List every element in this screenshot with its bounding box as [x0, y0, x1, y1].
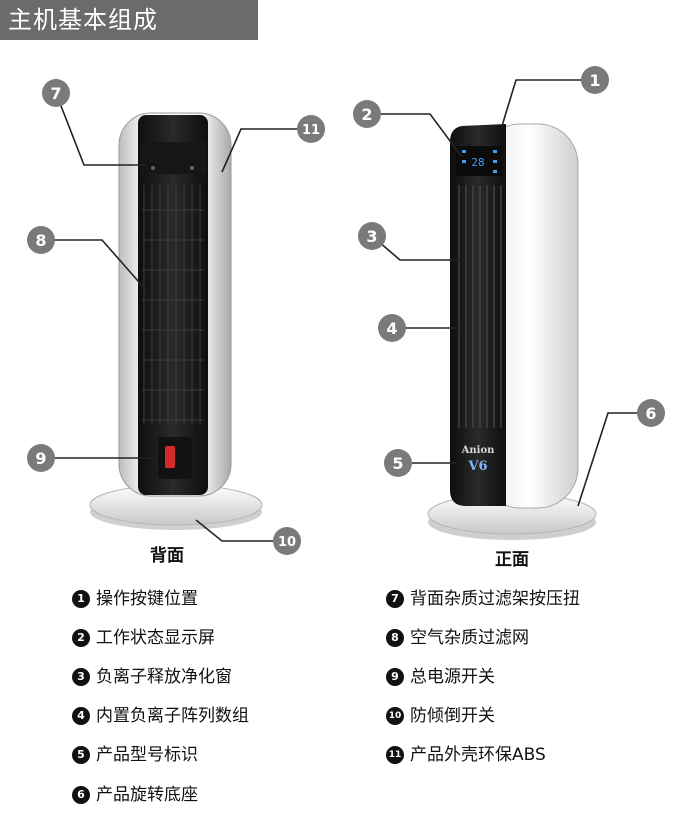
legend-item: 1 操作按键位置	[72, 588, 198, 610]
legend-number: 8	[386, 629, 404, 647]
leader-line-2	[367, 113, 463, 158]
legend-item: 8 空气杂质过滤网	[386, 627, 529, 649]
leader-line-6	[577, 412, 651, 507]
back-screw	[151, 166, 155, 170]
legend-number: 5	[72, 746, 90, 764]
display-dot	[493, 150, 497, 153]
callout-3: 3	[358, 222, 386, 250]
legend-text: 产品型号标识	[96, 745, 198, 765]
legend-text: 总电源开关	[410, 667, 495, 687]
legend-text: 空气杂质过滤网	[410, 628, 529, 648]
display-dot	[462, 160, 466, 163]
callout-6: 6	[637, 399, 665, 427]
legend-number: 1	[72, 590, 90, 608]
legend-text: 防倾倒开关	[410, 706, 495, 726]
legend-text: 内置负离子阵列数组	[96, 706, 249, 726]
svg-text:10: 10	[278, 535, 296, 550]
svg-text:9: 9	[35, 449, 46, 468]
leader-line-1	[501, 79, 595, 127]
legend-item: 10 防倾倒开关	[386, 705, 495, 727]
legend-number: 6	[72, 786, 90, 804]
display-dot	[493, 170, 497, 173]
legend-number: 10	[386, 707, 404, 725]
svg-text:7: 7	[50, 84, 61, 103]
back-view-heater	[89, 112, 263, 530]
legend-text: 工作状态显示屏	[96, 628, 215, 648]
svg-text:6: 6	[645, 404, 656, 423]
legend-item: 7 背面杂质过滤架按压扭	[386, 588, 580, 610]
svg-text:5: 5	[392, 454, 403, 473]
display-dot	[462, 150, 466, 153]
leader-lines	[41, 79, 651, 542]
legend-item: 4 内置负离子阵列数组	[72, 705, 249, 727]
legend-item: 3 负离子释放净化窗	[72, 666, 232, 688]
callout-4: 4	[378, 314, 406, 342]
leader-line-11	[221, 128, 311, 173]
svg-text:2: 2	[361, 105, 372, 124]
legend-number: 7	[386, 590, 404, 608]
display-dot	[493, 160, 497, 163]
legend-text: 负离子释放净化窗	[96, 667, 232, 687]
display-value: 28	[471, 156, 484, 169]
svg-text:11: 11	[302, 123, 320, 138]
legend-number: 2	[72, 629, 90, 647]
legend-item: 9 总电源开关	[386, 666, 495, 688]
front-view-heater: 28 Anion V6	[427, 123, 597, 540]
callout-11: 11	[297, 115, 325, 143]
legend-text: 操作按键位置	[96, 589, 198, 609]
legend-item: 2 工作状态显示屏	[72, 627, 215, 649]
leader-line-7	[55, 92, 146, 166]
back-view-label: 背面	[150, 546, 184, 566]
back-panel-top	[140, 142, 206, 174]
callout-10: 10	[273, 527, 301, 555]
callout-1: 1	[581, 66, 609, 94]
model-label: V6	[467, 459, 487, 474]
callout-2: 2	[353, 100, 381, 128]
legend-number: 3	[72, 668, 90, 686]
legend-text: 背面杂质过滤架按压扭	[410, 589, 580, 609]
back-screw	[190, 166, 194, 170]
callout-9: 9	[27, 444, 55, 472]
brand-label: Anion	[461, 445, 495, 456]
front-panel	[450, 124, 506, 506]
callout-7: 7	[42, 79, 70, 107]
legend-number: 9	[386, 668, 404, 686]
legend-number: 11	[386, 746, 404, 764]
leader-line-8	[41, 239, 147, 291]
front-grille	[458, 185, 502, 428]
back-filter-grid	[142, 185, 204, 425]
legend-item: 5 产品型号标识	[72, 744, 198, 766]
legend-text: 产品旋转底座	[96, 785, 198, 805]
svg-text:3: 3	[366, 227, 377, 246]
legend-number: 4	[72, 707, 90, 725]
svg-text:8: 8	[35, 231, 46, 250]
legend-item: 11 产品外壳环保ABS	[386, 744, 546, 766]
callout-5: 5	[384, 449, 412, 477]
leader-line-10	[195, 519, 287, 542]
svg-text:1: 1	[589, 71, 600, 90]
legend-item: 6 产品旋转底座	[72, 784, 198, 806]
page-title: 主机基本组成	[0, 0, 258, 40]
svg-text:4: 4	[386, 319, 397, 338]
callout-8: 8	[27, 226, 55, 254]
front-view-label: 正面	[495, 550, 529, 570]
power-switch	[165, 446, 175, 468]
legend-text: 产品外壳环保ABS	[410, 745, 546, 765]
